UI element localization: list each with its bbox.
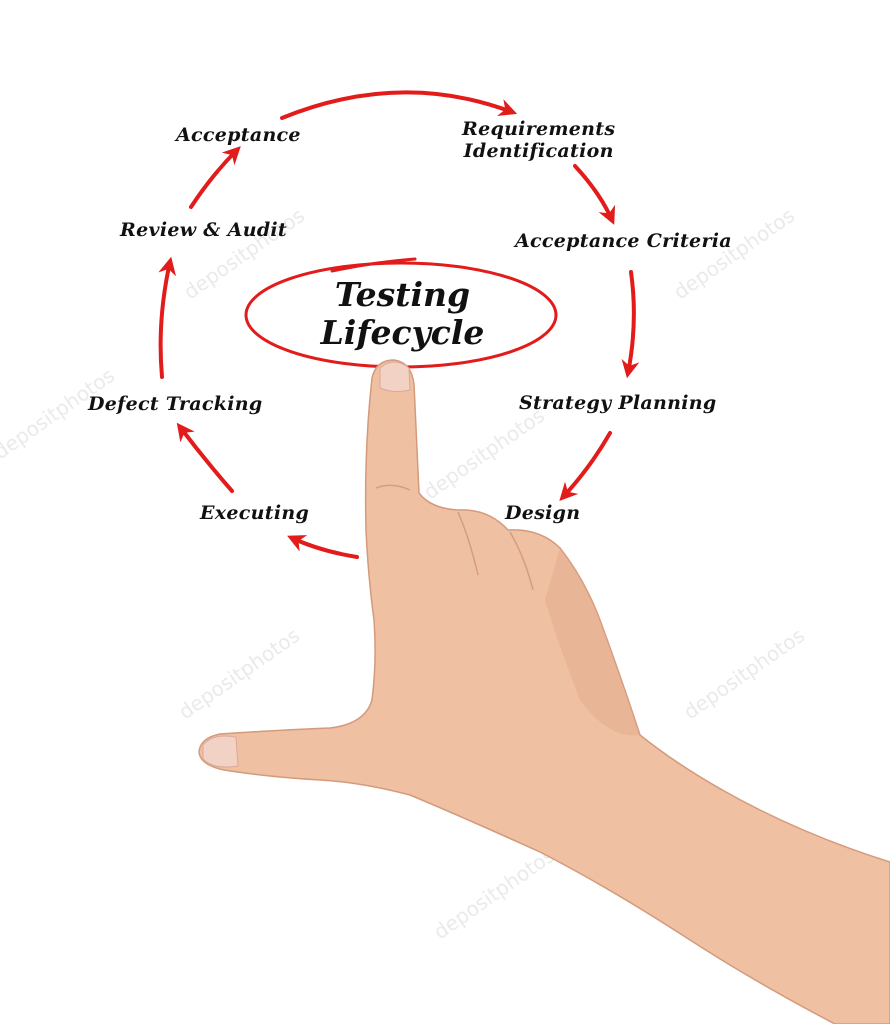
index-fingernail bbox=[379, 361, 411, 393]
center-title-line-1: Testing bbox=[334, 275, 471, 314]
node-executing: Executing bbox=[200, 502, 310, 524]
node-requirements-identification: Requirements Identification bbox=[462, 118, 615, 162]
arrow-executing-to-defect bbox=[176, 422, 234, 493]
arrow-strategy-to-design bbox=[559, 431, 612, 501]
center-title-line-2: Lifecycle bbox=[320, 313, 485, 352]
node-acceptance-criteria: Acceptance Criteria bbox=[515, 230, 732, 252]
arrow-review-to-acceptance bbox=[189, 146, 241, 209]
watermark-text: depositphotos bbox=[429, 843, 559, 944]
watermark-text: depositphotos bbox=[669, 203, 799, 304]
arrow-criteria-to-strategy bbox=[621, 270, 640, 379]
arrow-design-to-executing bbox=[287, 535, 359, 559]
hand-shadow bbox=[545, 548, 640, 736]
center-title: Testing Lifecycle bbox=[245, 276, 560, 352]
pointing-hand bbox=[198, 359, 890, 1024]
arrow-defect-to-review bbox=[158, 256, 177, 379]
node-strategy-planning: Strategy Planning bbox=[519, 392, 717, 414]
knuckle-crease-2 bbox=[457, 511, 479, 576]
arrow-acceptance-to-requirements bbox=[280, 90, 518, 120]
thumb-nail bbox=[202, 735, 239, 768]
knuckle-crease-3 bbox=[509, 531, 534, 591]
center-ellipse-accent bbox=[330, 257, 417, 273]
node-review-audit: Review & Audit bbox=[120, 219, 287, 241]
node-design: Design bbox=[505, 502, 581, 524]
watermark-text: depositphotos bbox=[679, 623, 809, 724]
knuckle-crease-1 bbox=[375, 484, 411, 491]
node-requirements-line-2: Identification bbox=[463, 140, 614, 162]
hand-shape bbox=[198, 359, 890, 1024]
watermark-text: depositphotos bbox=[174, 623, 304, 724]
node-defect-tracking: Defect Tracking bbox=[88, 393, 263, 415]
arrow-requirements-to-criteria bbox=[573, 164, 616, 225]
node-acceptance: Acceptance bbox=[176, 124, 301, 146]
node-requirements-line-1: Requirements bbox=[462, 118, 616, 140]
cycle-arrows bbox=[158, 90, 640, 559]
watermark-text: depositphotos bbox=[419, 403, 549, 504]
